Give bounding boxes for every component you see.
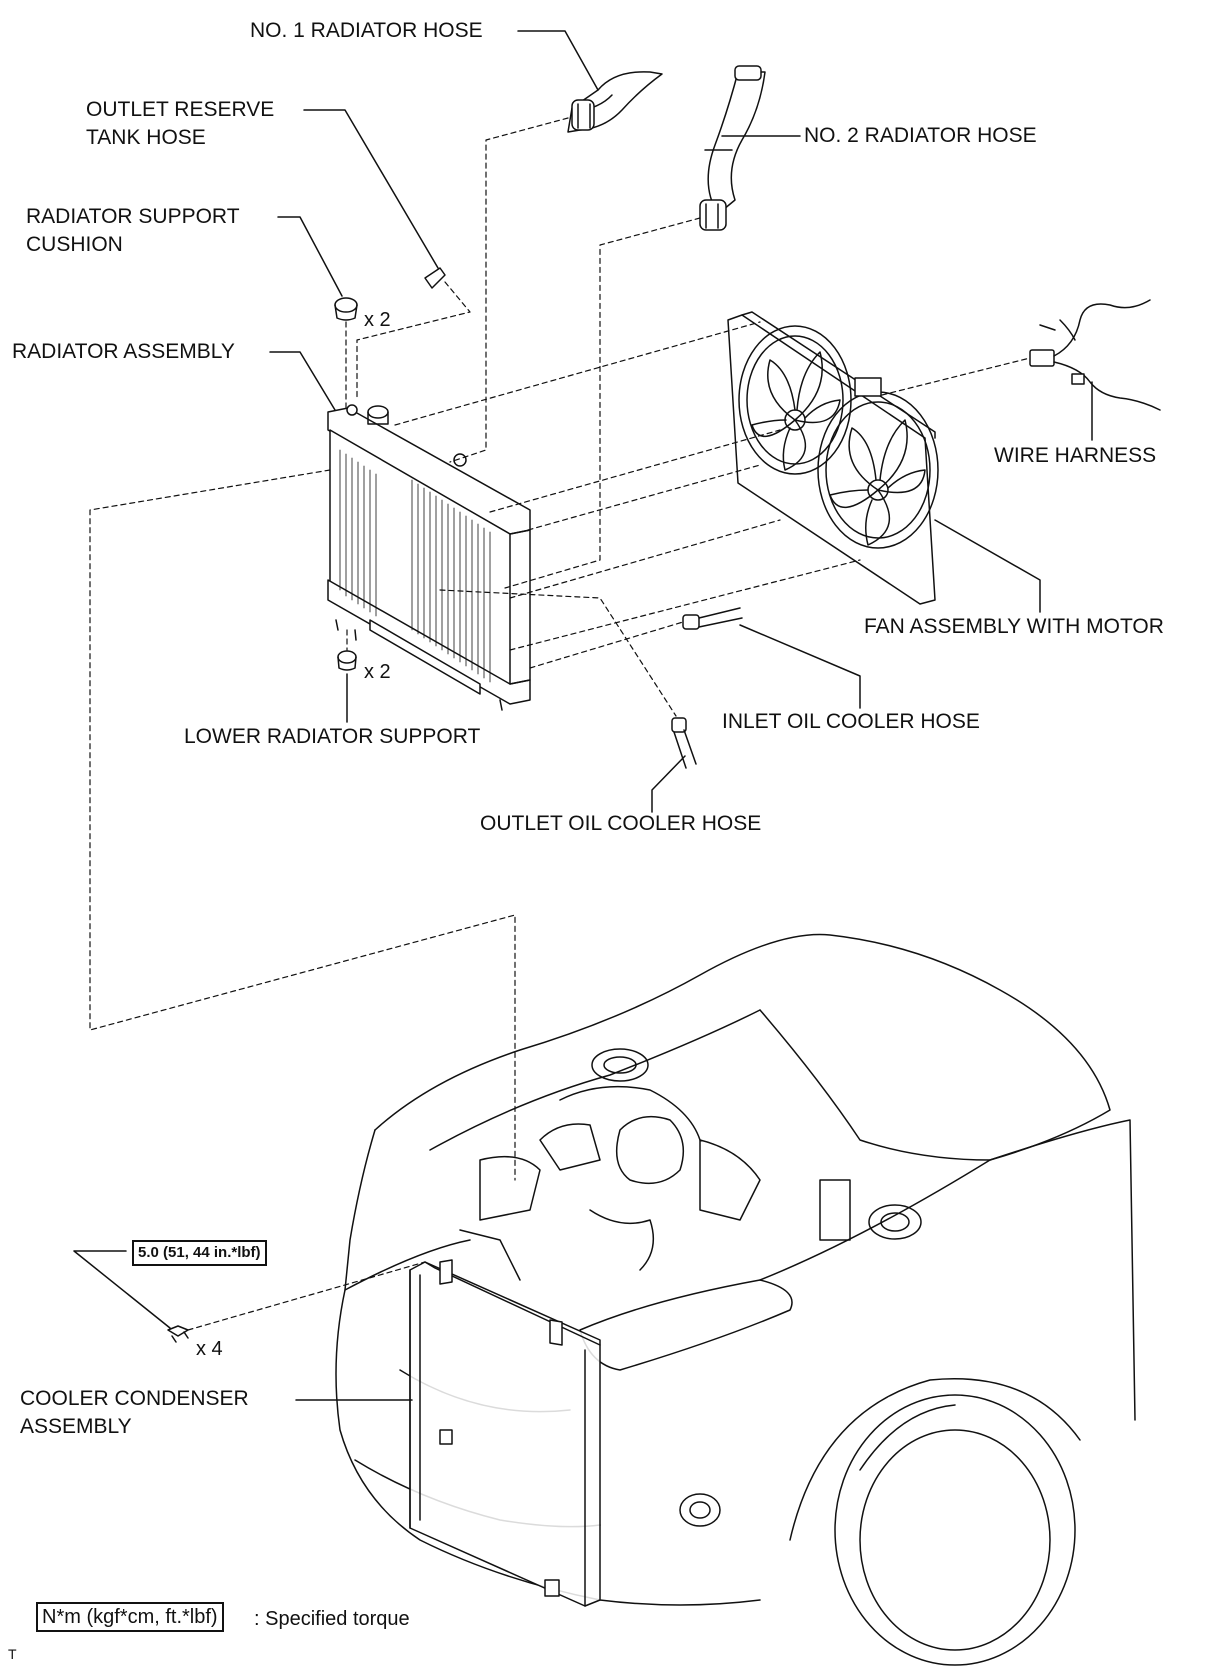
bolt-quantity: x 4 <box>196 1338 223 1360</box>
bolt-icon <box>167 1325 189 1343</box>
no1-radiator-hose-icon <box>567 71 663 133</box>
leader-no1 <box>517 30 599 91</box>
legend-torque-box: N*m (kgf*cm, ft.*lbf) <box>36 1602 224 1632</box>
leader-torque <box>73 1250 171 1329</box>
wire-harness-connector-icon <box>1029 299 1161 411</box>
leader-radiator <box>269 351 336 411</box>
label-cooler-condenser-assembly: COOLER CONDENSER ASSEMBLY <box>20 1387 249 1438</box>
cushion-quantity: x 2 <box>364 309 391 331</box>
lower-support-icon <box>337 650 357 671</box>
corner-mark: T <box>8 1646 17 1662</box>
vehicle-front-icon <box>335 933 1136 1666</box>
label-wire-harness: WIRE HARNESS <box>994 444 1157 467</box>
radiator-icon <box>327 404 531 711</box>
guide-lines <box>89 117 1031 1331</box>
label-outlet-oil-cooler-hose: OUTLET OIL COOLER HOSE <box>480 812 762 835</box>
condenser-icon <box>409 1259 601 1607</box>
oil-cooler-hose-inlet-icon <box>682 607 743 630</box>
legend-torque-text: : Specified torque <box>254 1608 410 1630</box>
oil-cooler-hose-outlet-icon <box>671 717 697 769</box>
leader-outlet <box>651 755 686 813</box>
leader-reserve <box>303 109 439 269</box>
label-radiator-support-cushion: RADIATOR SUPPORT CUSHION <box>26 205 240 256</box>
reserve-tank-hose-icon <box>424 267 446 289</box>
label-radiator-assembly: RADIATOR ASSEMBLY <box>12 340 235 363</box>
support-cushion-icon <box>334 297 358 321</box>
label-outlet-reserve-tank-hose: OUTLET RESERVE TANK HOSE <box>86 98 275 149</box>
fan-shroud-icon <box>727 311 939 605</box>
label-lower-radiator-support: LOWER RADIATOR SUPPORT <box>184 725 481 748</box>
label-fan-assembly-with-motor: FAN ASSEMBLY WITH MOTOR <box>864 615 1164 638</box>
no2-radiator-hose-icon <box>699 65 766 231</box>
label-no2-radiator-hose: NO. 2 RADIATOR HOSE <box>804 124 1037 147</box>
leader-fan <box>934 519 1041 613</box>
leader-cushion <box>277 216 343 297</box>
lower-support-quantity: x 2 <box>364 661 391 683</box>
label-inlet-oil-cooler-hose: INLET OIL COOLER HOSE <box>722 710 980 733</box>
leader-inlet <box>739 624 861 709</box>
label-no1-radiator-hose: NO. 1 RADIATOR HOSE <box>250 19 483 42</box>
torque-spec-box: 5.0 (51, 44 in.*lbf) <box>132 1240 267 1266</box>
